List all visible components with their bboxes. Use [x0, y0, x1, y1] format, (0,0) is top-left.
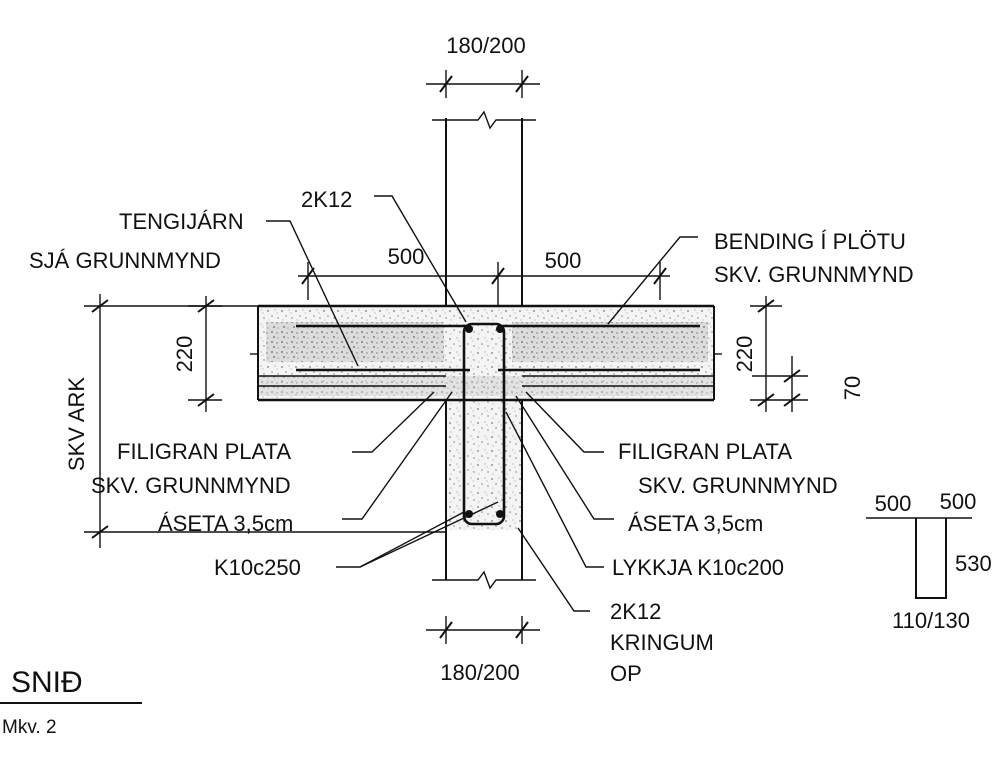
- lap-left-label: 500: [388, 244, 425, 269]
- annotations: 2K12 TENGIJÁRN SJÁ GRUNNMYND BENDING Í P…: [29, 187, 914, 686]
- detail-500-right-label: 500: [940, 489, 977, 514]
- bottom-width-label: 180/200: [440, 660, 520, 685]
- filigran-right-line2: SKV. GRUNNMYND: [638, 473, 838, 498]
- tengijarn-label-line2: SJÁ GRUNNMYND: [29, 248, 221, 273]
- bending-label-line2: SKV. GRUNNMYND: [714, 262, 914, 287]
- rebar-2k12-bottom-line3: OP: [610, 661, 642, 686]
- lykkja-label: LYKKJA K10c200: [612, 555, 784, 580]
- bottom-width-dimension: 180/200: [426, 616, 540, 685]
- filigran-right-line1: FILIGRAN PLATA: [618, 439, 792, 464]
- aseta-right-label: ÁSETA 3,5cm: [628, 511, 763, 536]
- wall-upper: [432, 110, 536, 306]
- lap-length-dimension: 500 500: [298, 244, 670, 306]
- rebar-2k12-top-label: 2K12: [301, 187, 352, 212]
- detail-500-left-label: 500: [875, 491, 912, 516]
- right-vertical-dimensions: 220 70: [732, 296, 865, 412]
- wall-lower: [432, 400, 536, 590]
- filigran-left-line2: SKV. GRUNNMYND: [91, 473, 291, 498]
- section-title: SNIÐ: [11, 666, 83, 699]
- rebar: [296, 322, 700, 526]
- tengijarn-label-line1: TENGIJÁRN: [119, 209, 244, 234]
- detail-530-label: 530: [955, 551, 992, 576]
- top-width-dimension: 180/200: [426, 33, 540, 98]
- stirrup-detail: 500 500 530 110/130: [866, 489, 992, 633]
- aseta-left-label: ÁSETA 3,5cm: [158, 511, 293, 536]
- leader-lines: [266, 195, 698, 612]
- detail-110-label: 110/130: [892, 608, 970, 633]
- filigran-left-line1: FILIGRAN PLATA: [117, 439, 291, 464]
- right-slab-thickness-label: 220: [732, 336, 757, 373]
- filigran-thickness-label: 70: [840, 376, 865, 400]
- left-vertical-dimensions: 220 SKV ARK: [64, 294, 446, 548]
- left-slab-thickness-label: 220: [172, 336, 197, 373]
- skv-ark-label: SKV ARK: [64, 377, 89, 471]
- top-width-label: 180/200: [446, 33, 526, 58]
- slab: [250, 304, 722, 402]
- rebar-2k12-bottom-line2: KRINGUM: [610, 630, 714, 655]
- lap-right-label: 500: [545, 248, 582, 273]
- rebar-2k12-bottom-line1: 2K12: [610, 599, 661, 624]
- k10c250-label: K10c250: [214, 555, 301, 580]
- scale-label: Mkv. 2: [2, 717, 57, 738]
- bending-label-line1: BENDING Í PLÖTU: [714, 229, 906, 254]
- section-title-block: SNIÐ Mkv. 2: [0, 666, 142, 738]
